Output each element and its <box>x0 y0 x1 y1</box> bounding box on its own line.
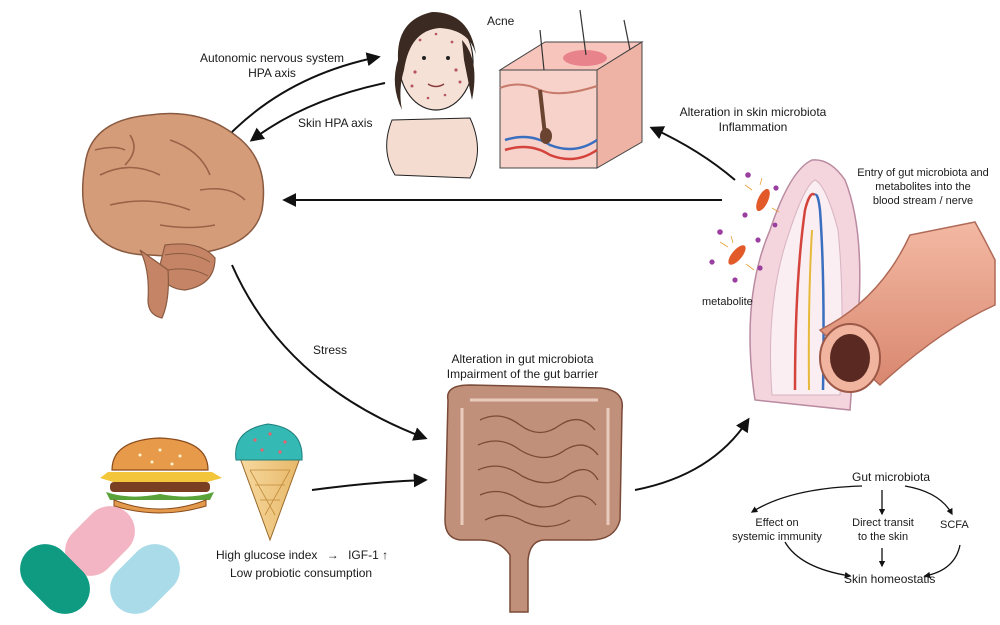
skin-cross-section-illustration <box>498 9 644 169</box>
intestine-illustration <box>444 384 624 613</box>
gut-alteration-label: Alteration in gut microbiota Impairment … <box>420 352 625 382</box>
blood-vessel-illustration <box>818 221 996 393</box>
arrow-face-to-brain <box>249 82 386 142</box>
arrows <box>231 52 750 491</box>
gut-alteration-line-1: Alteration in gut microbiota <box>451 352 594 366</box>
direct-line-1: Direct transit <box>852 517 914 529</box>
brain-illustration <box>81 112 265 319</box>
up-arrow-icon: ↑ <box>382 548 389 562</box>
entry-line-1: Entry of gut microbiota and <box>857 167 989 179</box>
acne-spots <box>410 32 462 100</box>
gut-microbiota-label: Gut microbiota <box>852 470 931 484</box>
autonomic-line-1: Autonomic nervous system <box>199 51 345 65</box>
arrow-villus-to-skin <box>649 126 736 181</box>
burger-illustration <box>100 437 222 514</box>
pills-icon <box>20 506 180 614</box>
skin-microbiota-line-2: Inflammation <box>718 120 788 134</box>
diet-label-line-1: High glucose index → IGF-1 ↑ <box>216 548 388 563</box>
acne-label: Acne <box>487 14 515 28</box>
autonomic-line-2: HPA axis <box>248 66 296 80</box>
bacteria-metabolites-illustration <box>709 172 780 283</box>
arrow-brain-to-gut <box>231 264 428 441</box>
autonomic-label: Autonomic nervous system HPA axis <box>182 51 362 81</box>
diet-arrow-glyph: → <box>326 548 339 562</box>
entry-line-2: metabolites into the <box>875 181 971 193</box>
entry-label: Entry of gut microbiota and metabolites … <box>848 166 998 208</box>
igf1-text: IGF-1 <box>348 548 379 562</box>
arrow-diet-to-gut <box>311 473 428 491</box>
homeostasis-arrows <box>750 485 961 579</box>
ice-cream-illustration <box>235 423 303 542</box>
entry-line-3: blood stream / nerve <box>872 195 974 207</box>
arrow-gut-to-villus <box>634 417 750 491</box>
effect-immunity-label: Effect on systemic immunity <box>722 516 832 544</box>
skin-microbiota-label: Alteration in skin microbiota Inflammati… <box>643 105 863 135</box>
skin-hpa-label: Skin HPA axis <box>298 116 373 130</box>
direct-transit-label: Direct transit to the skin <box>838 516 928 544</box>
skin-homeostasis-label: Skin homeostatis <box>844 572 936 586</box>
effect-line-1: Effect on <box>755 517 799 529</box>
scfa-label: SCFA <box>940 519 969 531</box>
direct-line-2: to the skin <box>857 531 909 543</box>
arrow-brain-to-face <box>231 52 381 133</box>
stress-label: Stress <box>313 343 348 357</box>
diet-label-line-2: Low probiotic consumption <box>230 566 373 580</box>
gut-alteration-line-2: Impairment of the gut barrier <box>446 367 599 381</box>
skin-microbiota-line-1: Alteration in skin microbiota <box>679 105 827 119</box>
acne-face-illustration <box>386 12 478 179</box>
effect-line-2: systemic immunity <box>732 531 822 543</box>
high-glucose-text: High glucose index <box>216 548 318 562</box>
metabolite-label: metabolite <box>702 296 753 308</box>
